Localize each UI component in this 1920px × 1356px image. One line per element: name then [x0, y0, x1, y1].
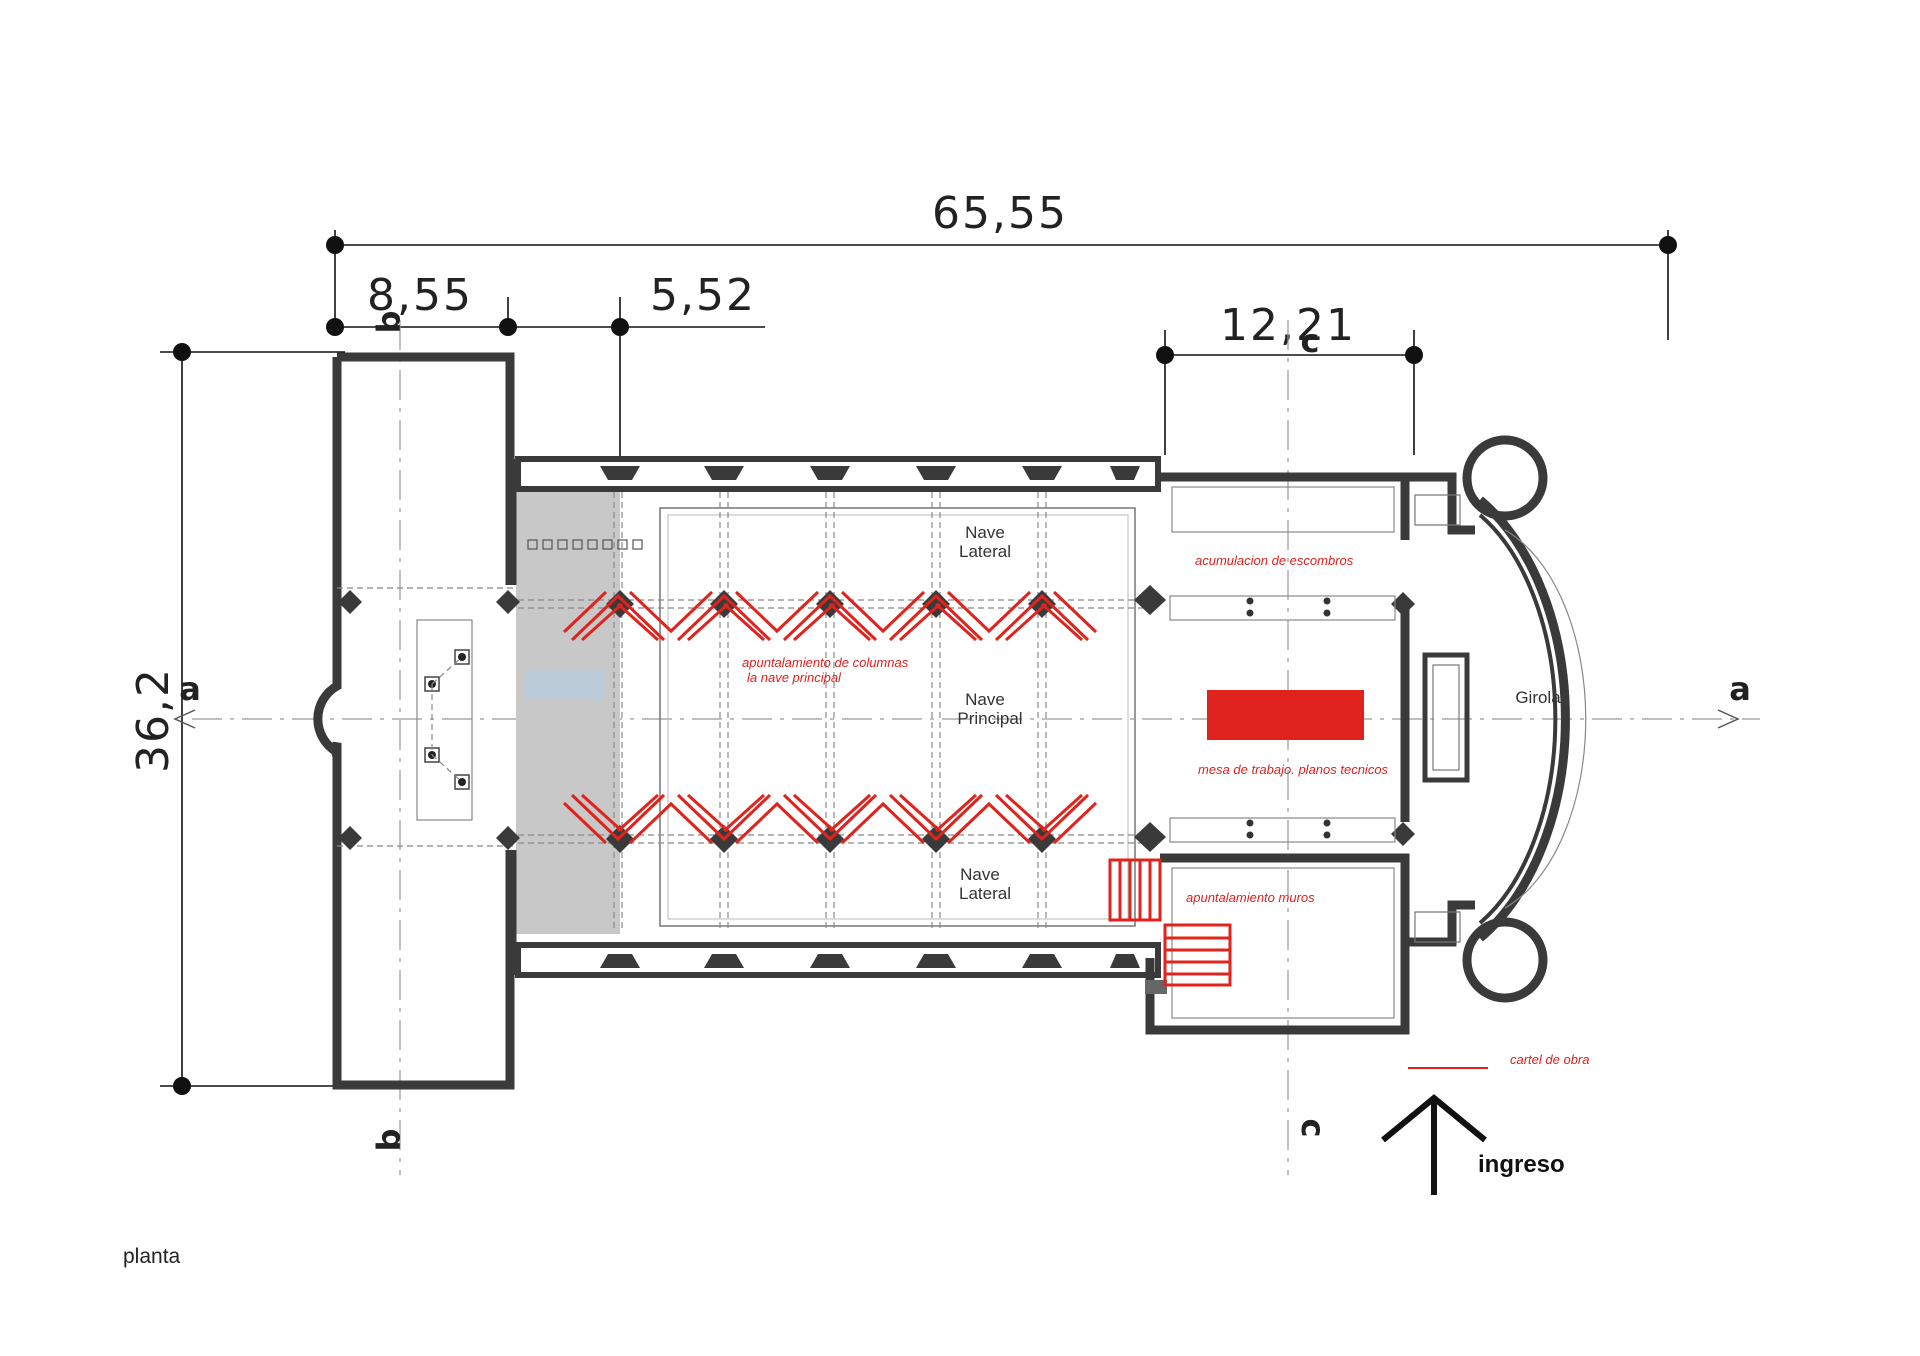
note-mesa: mesa de trabajo. planos tecnicos — [1198, 762, 1389, 777]
svg-text:a: a — [1729, 670, 1751, 708]
bay-grid — [337, 492, 1158, 932]
work-table — [1207, 690, 1364, 740]
label-nave-principal-1: Nave — [965, 690, 1005, 709]
note-columnas-2: la nave principal — [747, 670, 842, 685]
dim-bay-label: 5,52 — [650, 270, 756, 321]
label-nave-lateral-bottom-2: Lateral — [959, 884, 1011, 903]
section-mark-b-top: q — [374, 311, 412, 334]
section-mark-c-bottom: c — [1294, 1119, 1332, 1138]
buttresses — [600, 466, 1140, 968]
section-mark-c-top: c — [1301, 322, 1320, 360]
label-nave-lateral-top-1: Nave — [965, 523, 1005, 542]
svg-text:c: c — [1294, 1119, 1332, 1138]
label-nave-lateral-bottom-1: Nave — [960, 865, 1000, 884]
svg-text:a: a — [179, 670, 201, 708]
section-mark-a-right: a — [1717, 670, 1751, 729]
note-escombros: acumulacion de escombros — [1195, 553, 1354, 568]
dimension-total-length: 65,55 — [326, 188, 1677, 340]
dim-total-width-label: 36,2 — [128, 667, 179, 773]
dim-presbytery-label: 12,21 — [1220, 300, 1356, 351]
column-shoring — [562, 590, 1098, 845]
section-mark-a-left: a — [173, 670, 201, 729]
svg-text:q: q — [374, 1129, 412, 1152]
shaded-zone — [516, 492, 620, 934]
section-mark-b-bottom: q — [374, 1129, 412, 1152]
drawing-caption: planta — [123, 1245, 181, 1268]
label-nave-lateral-top-2: Lateral — [959, 542, 1011, 561]
label-nave-principal-2: Principal — [957, 709, 1022, 728]
svg-text:q: q — [374, 311, 412, 334]
apse — [1400, 435, 1587, 1035]
nave-walls — [507, 456, 1161, 978]
label-girola: Girola — [1515, 688, 1561, 707]
small-squares — [527, 539, 643, 550]
note-cartel: cartel de obra — [1510, 1052, 1590, 1067]
dim-total-length-label: 65,55 — [932, 188, 1068, 239]
dimension-total-width: 36,2 — [128, 343, 345, 1095]
dimension-presbytery: 12,21 — [1156, 300, 1423, 455]
dim-narthex-label: 8,55 — [367, 270, 473, 321]
light-blue-patch — [525, 670, 605, 700]
wall-shoring — [1108, 858, 1232, 987]
dimension-narthex: 8,55 5,52 — [326, 270, 765, 460]
entrance-label: ingreso — [1478, 1151, 1565, 1178]
note-columnas-1: apuntalamiento de columnas — [742, 655, 909, 670]
svg-text:c: c — [1301, 322, 1320, 360]
note-muros: apuntalamiento muros — [1186, 890, 1315, 905]
entrance-arrow: ingreso — [1381, 1094, 1565, 1195]
narthex — [313, 352, 515, 1090]
